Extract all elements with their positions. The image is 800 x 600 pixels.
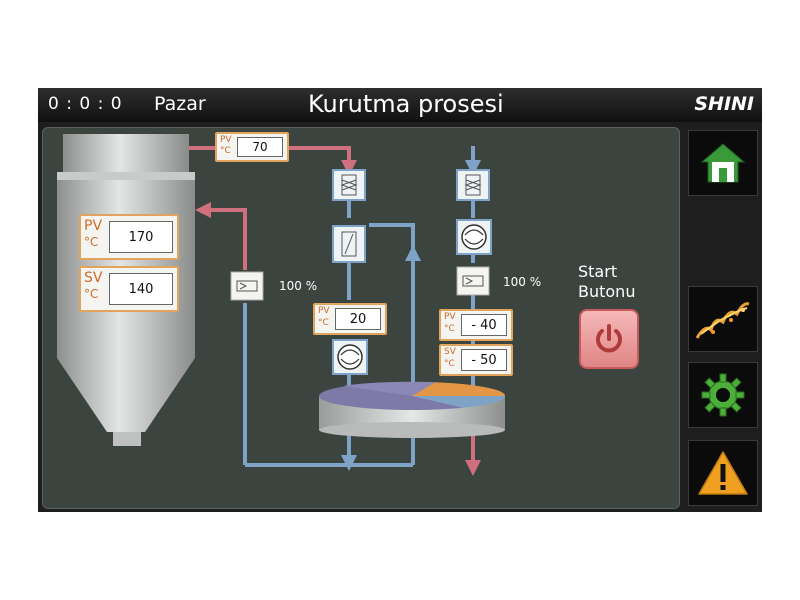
blower-right — [456, 219, 492, 255]
cold-air-pipes — [243, 146, 481, 471]
unit-pv: PV — [84, 218, 103, 234]
power-icon — [596, 324, 622, 353]
start-button[interactable] — [579, 309, 639, 369]
unit-celsius: °C — [84, 287, 99, 301]
mid-pv-readout: PV °C 20 — [313, 303, 387, 335]
start-label-line1: Start — [578, 262, 618, 281]
process-button[interactable] — [688, 286, 758, 352]
mid-pv-value: 20 — [335, 308, 381, 330]
unit-pv: PV — [318, 306, 330, 316]
warning-icon — [698, 451, 748, 495]
unit-sv: SV — [444, 347, 456, 357]
hopper-pv-value: 170 — [109, 221, 173, 253]
desiccant-wheel — [319, 381, 506, 438]
start-label-line2: Butonu — [578, 282, 636, 301]
valve-right-percent: 100 % — [503, 275, 542, 289]
heater-left — [332, 169, 366, 201]
home-button[interactable] — [688, 130, 758, 196]
unit-celsius: °C — [220, 146, 231, 156]
inlet-temp-value: 70 — [237, 137, 283, 157]
brand-logo: SHINI — [694, 93, 754, 115]
unit-celsius: °C — [84, 235, 99, 249]
filter — [332, 225, 366, 263]
blower-left — [332, 339, 368, 375]
start-label: Start Butonu — [578, 262, 668, 302]
settings-button[interactable] — [688, 362, 758, 428]
valve-left-percent: 100 % — [279, 279, 318, 293]
right-pv-value: - 40 — [461, 314, 507, 336]
clock: 0 : 0 : 0 — [48, 94, 123, 114]
unit-pv: PV — [220, 135, 232, 145]
right-pv-readout: PV °C - 40 — [439, 309, 513, 341]
hmi-screen: 0 : 0 : 0 Pazar Kurutma prosesi SHINI — [38, 88, 762, 512]
unit-pv: PV — [444, 312, 456, 322]
fire-icon — [695, 302, 750, 339]
unit-sv: SV — [84, 270, 103, 286]
home-icon — [700, 143, 746, 183]
page-title: Kurutma prosesi — [308, 90, 504, 118]
unit-celsius: °C — [444, 324, 455, 334]
valve-left — [230, 271, 264, 301]
valve-right — [456, 266, 490, 296]
process-panel: PV °C 70 PV °C 170 SV °C 140 PV °C 20 PV… — [42, 127, 680, 509]
inlet-temp-readout: PV °C 70 — [215, 132, 289, 162]
gear-icon — [701, 373, 745, 417]
process-diagram — [57, 134, 506, 476]
title-bar: 0 : 0 : 0 Pazar Kurutma prosesi SHINI — [38, 88, 762, 122]
unit-celsius: °C — [318, 318, 329, 328]
day-of-week: Pazar — [154, 93, 206, 115]
hopper-sv-value: 140 — [109, 273, 173, 305]
right-sv-readout: SV °C - 50 — [439, 344, 513, 376]
right-sv-value: - 50 — [461, 349, 507, 371]
hopper-pv-readout: PV °C 170 — [79, 214, 179, 260]
unit-celsius: °C — [444, 359, 455, 369]
alarm-button[interactable] — [688, 440, 758, 506]
heater-right — [456, 169, 490, 201]
hopper-sv-readout: SV °C 140 — [79, 266, 179, 312]
